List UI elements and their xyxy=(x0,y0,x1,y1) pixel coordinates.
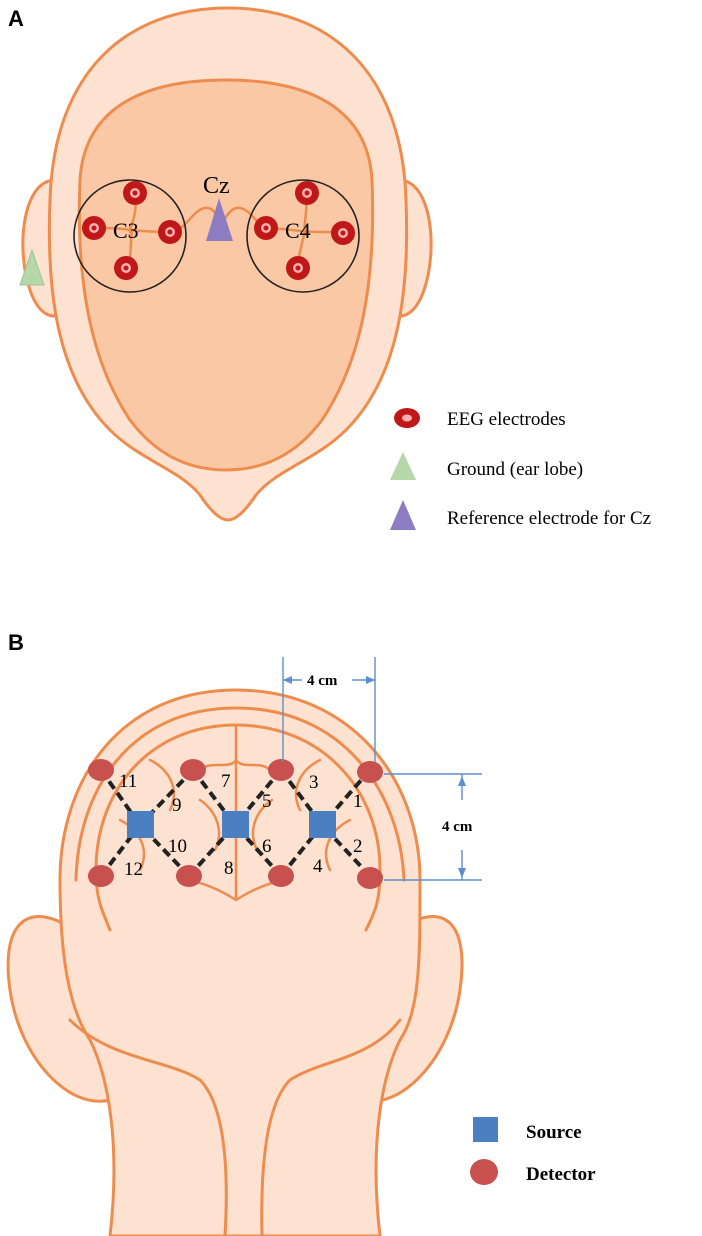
dimension-vertical-label: 4 cm xyxy=(442,819,473,835)
detector xyxy=(176,865,202,887)
jaw-left xyxy=(68,1018,228,1236)
c4-region-circle xyxy=(246,179,360,293)
detector xyxy=(268,759,294,781)
detector xyxy=(357,867,383,889)
legend-detector-label: Detector xyxy=(526,1164,596,1185)
legend-eeg-label: EEG electrodes xyxy=(447,409,566,430)
c4-label: C4 xyxy=(285,218,311,243)
legend-b: Source Detector xyxy=(470,1117,596,1185)
detector xyxy=(180,759,206,781)
channel-line-12 xyxy=(99,823,142,878)
eeg-electrode xyxy=(114,256,138,280)
detector xyxy=(357,761,383,783)
sources xyxy=(127,811,336,838)
source xyxy=(222,811,249,838)
legend-a: EEG electrodes Ground (ear lobe) Referen… xyxy=(390,408,651,530)
jaw-right xyxy=(260,1018,402,1236)
cz-label: Cz xyxy=(203,173,230,199)
dimension-horizontal-label: 4 cm xyxy=(307,673,338,689)
channel-label-1: 1 xyxy=(353,791,363,812)
panel-b-letter: B xyxy=(8,630,24,655)
brain-outline-right xyxy=(234,723,382,932)
channel-labels: 1 2 3 4 5 6 7 8 9 10 11 12 xyxy=(119,771,363,880)
c3-label: C3 xyxy=(113,218,139,243)
scalp-outline xyxy=(77,78,375,472)
channel-label-5: 5 xyxy=(262,791,272,812)
channel-label-8: 8 xyxy=(224,858,234,879)
channel-label-4: 4 xyxy=(313,856,323,877)
detector xyxy=(268,865,294,887)
hairline-right xyxy=(234,706,406,882)
legend-reference-label: Reference electrode for Cz xyxy=(447,508,651,529)
legend-reference-marker xyxy=(390,500,416,530)
detector xyxy=(88,865,114,887)
left-ear-b xyxy=(6,915,112,1103)
legend-eeg-marker xyxy=(394,408,420,428)
source xyxy=(309,811,336,838)
channel-label-2: 2 xyxy=(353,836,363,857)
ground-triangle xyxy=(19,248,45,286)
eeg-electrode xyxy=(295,181,319,205)
cz-reference-triangle xyxy=(206,198,233,241)
legend-ground-label: Ground (ear lobe) xyxy=(447,459,583,480)
hairline-left xyxy=(74,706,238,882)
legend-source-marker xyxy=(473,1117,498,1142)
channel-label-7: 7 xyxy=(221,771,231,792)
detector xyxy=(88,759,114,781)
head-back-view xyxy=(6,688,464,1236)
eeg-electrode xyxy=(82,216,106,240)
eeg-electrode xyxy=(286,256,310,280)
scalp-region xyxy=(79,80,373,470)
eeg-electrode xyxy=(331,221,355,245)
detectors xyxy=(88,759,383,889)
channel-line-4 xyxy=(279,823,324,878)
eeg-electrode xyxy=(254,216,278,240)
source xyxy=(127,811,154,838)
head-top-view: C3 C4 Cz xyxy=(19,6,433,522)
brain-outline-left xyxy=(94,723,238,932)
channel-label-11: 11 xyxy=(119,771,137,792)
dimension-horizontal: 4 cm xyxy=(282,657,376,762)
channel-label-10: 10 xyxy=(168,836,187,857)
legend-ground-marker xyxy=(390,452,416,480)
legend-detector-marker xyxy=(470,1159,498,1185)
channel-label-6: 6 xyxy=(262,836,272,857)
channel-label-9: 9 xyxy=(172,795,182,816)
panel-a-letter: A xyxy=(8,6,24,31)
dimension-vertical: 4 cm xyxy=(384,773,482,881)
legend-source-label: Source xyxy=(526,1122,582,1143)
c3-region-circle xyxy=(73,179,187,293)
channel-label-12: 12 xyxy=(124,859,143,880)
eeg-electrode xyxy=(158,220,182,244)
eeg-electrode xyxy=(123,181,147,205)
channel-label-3: 3 xyxy=(309,772,319,793)
